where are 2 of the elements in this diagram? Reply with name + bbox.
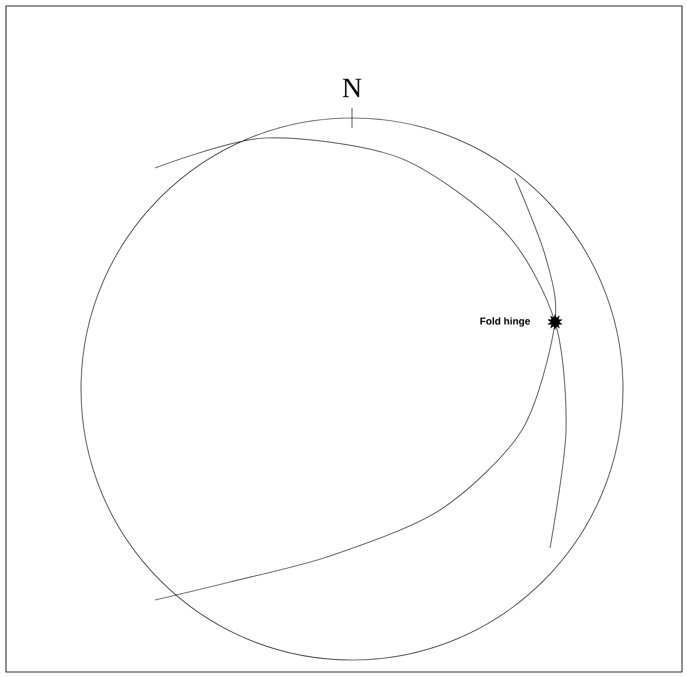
label: Fold hinge [480, 317, 530, 327]
label: N [342, 78, 362, 98]
